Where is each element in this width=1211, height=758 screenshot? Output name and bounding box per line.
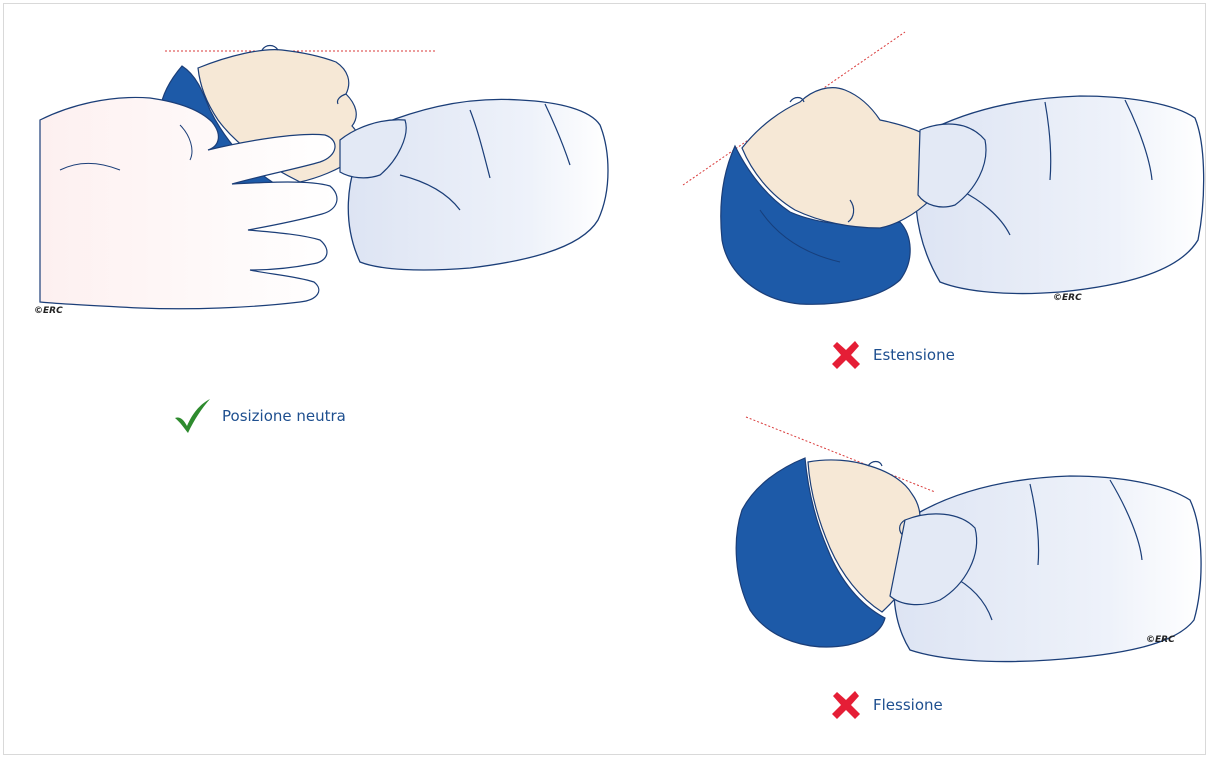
check-icon <box>172 398 212 434</box>
flexion-position-figure <box>736 417 1201 662</box>
extension-label: Estensione <box>873 346 955 364</box>
flexion-label: Flessione <box>873 696 943 714</box>
x-icon <box>829 688 863 722</box>
x-icon <box>829 338 863 372</box>
extension-position-figure <box>683 32 1204 304</box>
neutral-copyright-text: ©ERC <box>34 306 63 316</box>
extension-caption: Estensione <box>829 338 955 372</box>
extension-copyright-text: ©ERC <box>1053 293 1082 303</box>
flexion-copyright-text: ©ERC <box>1146 635 1175 645</box>
flexion-caption: Flessione <box>829 688 943 722</box>
neutral-copyright-mark: ©ERC <box>34 306 63 316</box>
neutral-label: Posizione neutra <box>222 407 346 425</box>
neutral-position-figure <box>40 46 608 309</box>
neutral-caption: Posizione neutra <box>172 398 346 434</box>
